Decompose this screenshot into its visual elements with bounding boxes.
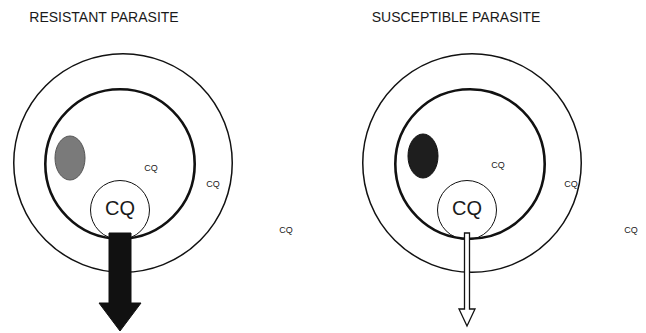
red-cell-circle: CQCQSUSCEPTIBLE PARASITECQ <box>362 53 582 273</box>
drug-label: CQ <box>624 226 638 236</box>
pigment-body <box>408 134 438 178</box>
vacuole-circle: CQ <box>90 180 150 240</box>
pigment-body <box>55 136 85 180</box>
parasite-circle <box>45 89 194 238</box>
thin-efflux-arrow <box>459 233 475 326</box>
drug-label: CQ <box>105 197 135 219</box>
vacuole-circle <box>91 181 150 240</box>
drug-label: CQ <box>491 161 505 171</box>
drug-label: CQ <box>206 180 220 190</box>
thick-efflux-arrow <box>99 233 141 331</box>
red-cell-circle <box>363 54 582 273</box>
panel-heading: RESISTANT PARASITE <box>29 10 178 25</box>
vacuole-circle <box>438 181 497 240</box>
panel-heading: SUSCEPTIBLE PARASITE <box>372 10 541 25</box>
parasite-circle: CQ CQ <box>394 88 546 240</box>
parasite-circle: CQ CQ <box>44 88 196 240</box>
drug-label: CQ <box>564 180 578 190</box>
parasite-circle <box>395 89 544 238</box>
vacuole-circle: CQ <box>437 180 497 240</box>
drug-label: CQ <box>452 197 482 219</box>
drug-label: CQ <box>144 164 158 174</box>
drug-label: CQ <box>279 226 293 236</box>
